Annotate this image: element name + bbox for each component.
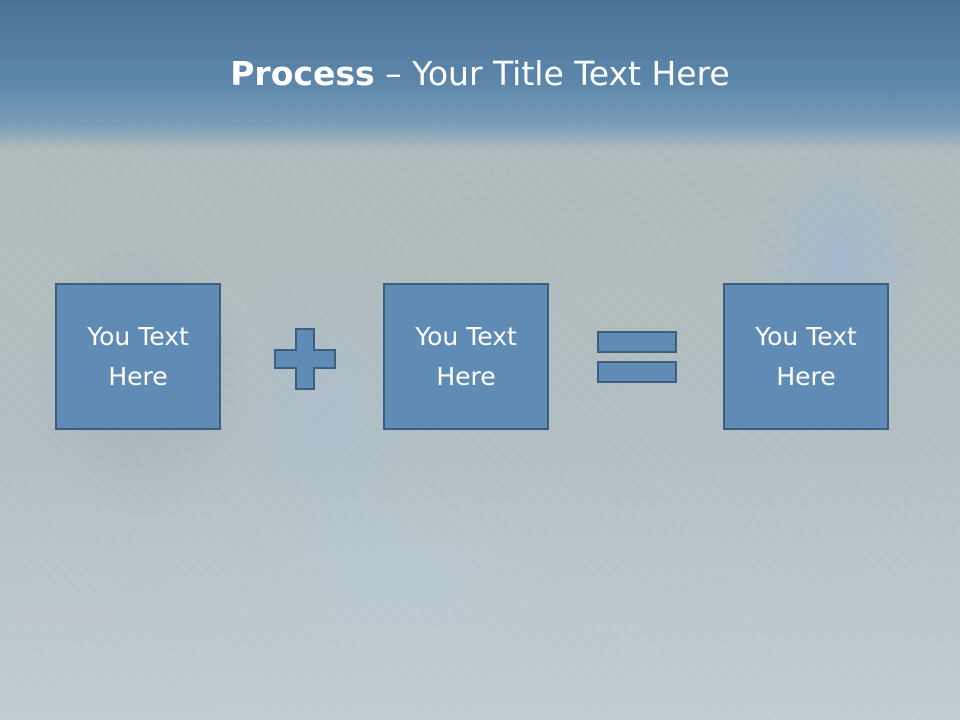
title-rest: Your Title Text Here [412, 54, 730, 93]
equals-icon [597, 331, 677, 383]
process-box-2[interactable]: You Text Here [383, 283, 549, 430]
title-band [0, 0, 960, 150]
process-box-2-text: You Text Here [415, 321, 517, 391]
title-separator: – [374, 54, 413, 93]
process-box-1[interactable]: You Text Here [55, 283, 221, 430]
process-box-1-text: You Text Here [87, 321, 189, 391]
slide-title[interactable]: Process – Your Title Text Here [0, 52, 960, 96]
process-box-3[interactable]: You Text Here [723, 283, 889, 430]
plus-icon [274, 328, 336, 390]
title-bold: Process [230, 54, 375, 93]
process-box-3-text: You Text Here [755, 321, 857, 391]
